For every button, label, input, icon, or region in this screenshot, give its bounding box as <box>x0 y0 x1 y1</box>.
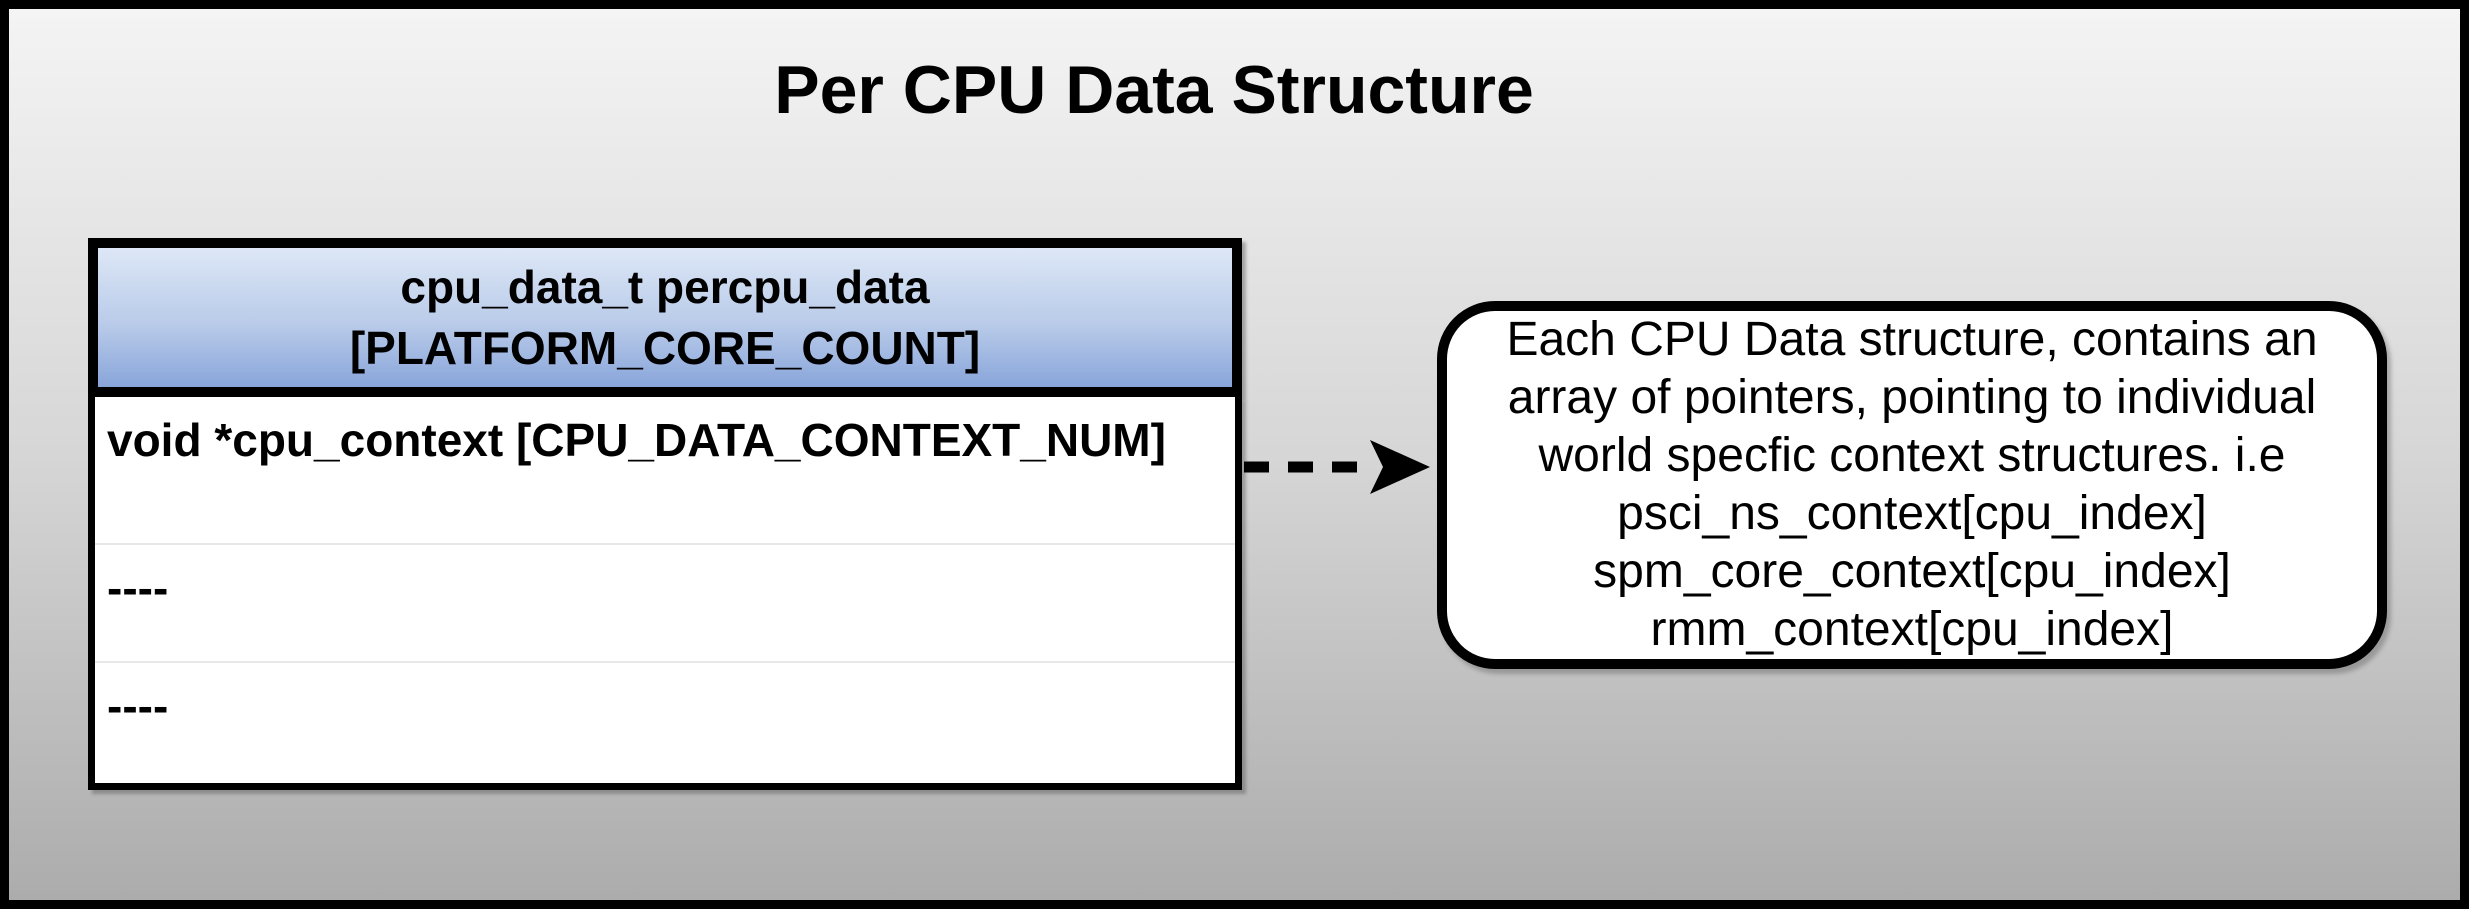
callout-line: spm_core_context[cpu_index] <box>1593 545 2231 598</box>
cpu-data-table: cpu_data_t percpu_data [PLATFORM_CORE_CO… <box>88 238 1242 790</box>
table-header-line2: [PLATFORM_CORE_COUNT] <box>349 321 981 374</box>
callout-line: world specfic context structures. i.e <box>1538 429 2286 482</box>
page-title: Per CPU Data Structure <box>774 52 1534 128</box>
callout-line: array of pointers, pointing to individua… <box>1507 371 2317 424</box>
table-row: ---- <box>95 545 1235 663</box>
callout-line: rmm_context[cpu_index] <box>1650 603 2174 656</box>
table-row: ---- <box>107 680 169 732</box>
table-header-line1: cpu_data_t percpu_data <box>400 260 930 313</box>
annotation-callout: Each CPU Data structure, contains an arr… <box>1437 301 2387 669</box>
callout-line: psci_ns_context[cpu_index] <box>1617 487 2207 540</box>
table-row-cpu-context: void *cpu_context [CPU_DATA_CONTEXT_NUM] <box>95 397 1235 545</box>
table-header: cpu_data_t percpu_data [PLATFORM_CORE_CO… <box>88 238 1242 397</box>
callout-line: Each CPU Data structure, contains an <box>1506 313 2318 366</box>
dashed-arrow-icon <box>1244 440 1430 494</box>
table-body: void *cpu_context [CPU_DATA_CONTEXT_NUM]… <box>88 397 1242 790</box>
